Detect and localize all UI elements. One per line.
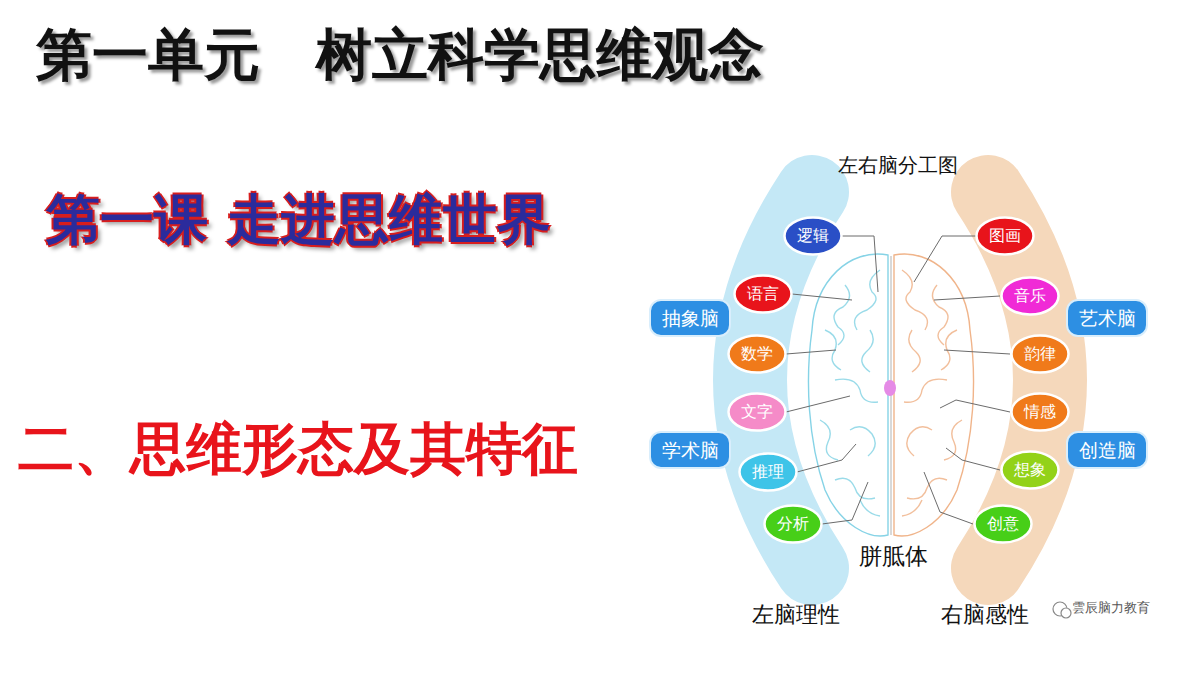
leader-line: [944, 350, 1010, 354]
oval-fill: [1012, 336, 1069, 373]
node-text: 情感: [1024, 404, 1056, 420]
brain-hemispheres: [808, 254, 973, 536]
watermark: 雲辰脑力教育: [1072, 601, 1150, 615]
leader-line: [822, 482, 868, 524]
node-text: 推理: [752, 464, 784, 480]
node-text: 创意: [987, 516, 1019, 532]
side-label: 左脑理性: [752, 603, 840, 627]
oval-fill: [975, 506, 1032, 543]
part-label: 胼胝体: [859, 544, 928, 569]
skill-oval: 推理: [738, 452, 798, 492]
brain-type-tag: 学术脑: [649, 431, 731, 469]
lesson-heading: 第一课 走进思维世界: [46, 190, 551, 249]
leader-line: [934, 296, 1000, 300]
leader-line: [924, 472, 973, 524]
node-text: 图画: [989, 228, 1021, 244]
oval-fill: [765, 506, 822, 543]
node-text: 分析: [777, 516, 809, 532]
skill-oval: 文字: [727, 392, 787, 432]
oval-fill: [1002, 278, 1059, 315]
corpus-dot: [884, 380, 896, 396]
icon-circle: [1061, 608, 1071, 618]
left-hemisphere: [808, 254, 888, 536]
node-text: 韵律: [1024, 346, 1056, 362]
wechat-icon: [1053, 602, 1071, 618]
brain-type-tag: 创造脑: [1066, 431, 1148, 469]
oval-fill: [729, 394, 786, 431]
skill-oval: 想象: [1000, 450, 1060, 490]
oval-fill: [729, 336, 786, 373]
leader-line: [786, 350, 836, 354]
oval-fill: [1012, 394, 1069, 431]
left-gyri: [820, 270, 880, 516]
oval-fill: [740, 454, 797, 491]
skill-oval: 分析: [763, 504, 823, 544]
skill-oval: 情感: [1010, 392, 1070, 432]
node-text: 艺术脑: [1079, 309, 1136, 328]
node-text: 文字: [741, 404, 773, 420]
leader-line: [797, 444, 856, 472]
node-text: 想象: [1014, 462, 1046, 478]
oval-fill: [735, 276, 792, 313]
skill-oval: 图画: [975, 216, 1035, 256]
oval-fill: [1002, 452, 1059, 489]
oval-fill: [977, 218, 1034, 255]
diagram-heading: 左右脑分工图: [838, 154, 958, 176]
node-text: 数学: [741, 346, 773, 362]
leader-line: [792, 294, 852, 300]
leader-line: [946, 448, 1000, 470]
right-hemisphere: [894, 254, 974, 536]
slide-title: 第一单元 树立科学思维观念: [36, 24, 764, 86]
skill-oval: 语言: [733, 274, 793, 314]
leader-lines: [786, 236, 1010, 524]
skill-oval: 韵律: [1010, 334, 1070, 374]
leader-line: [842, 236, 878, 292]
node-text: 音乐: [1014, 288, 1046, 304]
node-text: 创造脑: [1079, 441, 1136, 460]
brain-type-tag: 抽象脑: [649, 299, 731, 337]
leader-line: [786, 396, 850, 412]
skill-oval: 逻辑: [783, 216, 843, 256]
node-text: 学术脑: [662, 441, 719, 460]
right-gyri: [902, 270, 962, 516]
brain-type-tag: 艺术脑: [1066, 299, 1148, 337]
skill-oval: 创意: [973, 504, 1033, 544]
node-text: 逻辑: [797, 228, 829, 244]
leader-line: [940, 400, 1010, 412]
node-text: 抽象脑: [662, 309, 719, 328]
leader-line: [914, 236, 976, 282]
section-heading: 二、思维形态及其特征: [18, 418, 578, 480]
side-label: 右脑感性: [941, 603, 1029, 627]
skill-oval: 数学: [727, 334, 787, 374]
oval-fill: [785, 218, 842, 255]
skill-oval: 音乐: [1000, 276, 1060, 316]
node-text: 语言: [747, 286, 779, 302]
